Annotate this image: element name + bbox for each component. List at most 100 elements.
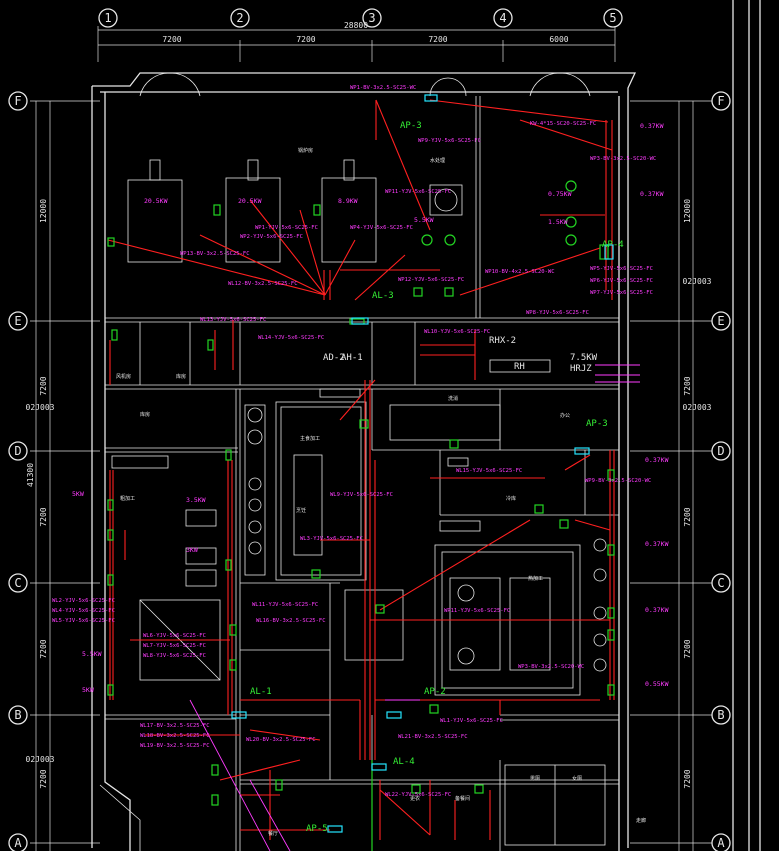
room-water: 水处理 (430, 157, 445, 164)
circuit-wp9d: WP9-BV-3x2.5-SC20-WC (585, 478, 651, 484)
dim-right-D-C: 7200 (683, 507, 692, 526)
boilers (127, 159, 463, 263)
load-35: 3.5KW (186, 496, 206, 504)
load-15: 1.5KW (548, 218, 568, 226)
room-cook: 烹饪 (296, 507, 306, 514)
circuit-wp10: WP10-BV-4x2.5-SC20-WC (485, 269, 555, 275)
panel-hrjz: HRJZ (570, 364, 592, 374)
dim-total-width: 28800 (344, 21, 368, 30)
room-hot: 热加工 (528, 575, 543, 582)
kitchen-counters (111, 359, 607, 846)
axis-row-D-right: D (717, 444, 724, 458)
circuit-wp7: WP7-YJV-5x6-SC25-FC (590, 290, 653, 296)
room-prep: 粗加工 (120, 495, 135, 502)
load-5: 5KW (72, 490, 84, 498)
circuit-kw: KW-4*15-SC20-SC25-FC (530, 121, 596, 127)
circuit-wl20: WL20-BV-3x2.5-SC25-FC (246, 737, 316, 743)
axis-row-B-right: B (717, 708, 724, 722)
circuit-wl19: WL19-BV-3x2.5-SC25-FC (140, 743, 210, 749)
axis-row-A-right: A (717, 836, 725, 850)
axis-row-F-right: F (717, 94, 724, 108)
dim-left-D-C: 7200 (39, 507, 48, 526)
panel-al4: AL-4 (393, 757, 415, 767)
circuit-wp1: WP1-BV-3x2.5-SC25-WC (350, 85, 416, 91)
dim-right-F-E: 12000 (683, 199, 692, 223)
circuit-wl9: WL9-YJV-5x6-SC25-FC (330, 492, 393, 498)
load-055: 0.55KW (645, 680, 669, 688)
circuit-wl11: WL11-YJV-5x6-SC25-FC (252, 602, 318, 608)
circuit-wl14: WL14-YJV-5x6-SC25-FC (258, 335, 324, 341)
load-037-2: 0.37KW (640, 190, 664, 198)
load-55b: 5.5KW (82, 650, 102, 658)
circuit-wl21: WL21-BV-3x2.5-SC25-FC (398, 734, 468, 740)
column-axis-bubbles (98, 8, 623, 28)
room-store1: 库房 (176, 373, 186, 380)
dim-right-B-A: 7200 (683, 769, 692, 788)
room-change: 更衣 (410, 795, 420, 802)
circuit-wp12: WP12-YJV-5x6-SC25-FC (398, 277, 464, 283)
circuit-wl6: WL6-YJV-5x6-SC25-FC (143, 633, 206, 639)
ref-label-right-1: 02J003 (683, 277, 712, 286)
circuit-wp6: WP6-YJV-5x6-SC25-FC (590, 278, 653, 284)
circuit-wl3: WL3-YJV-5x6-SC25-FC (300, 536, 363, 542)
circuit-wp3: WP3-BV-3x2.5-SC20-WC (590, 156, 656, 162)
room-dining: 餐厅 (268, 830, 278, 837)
circuit-wl8: WL8-YJV-5x6-SC25-FC (143, 653, 206, 659)
panel-ap3-top: AP-3 (400, 121, 422, 131)
circuit-wl22: WL22-YJV-5x6-SC25-FC (385, 792, 451, 798)
room-cold: 冷库 (506, 495, 516, 502)
circuit-wl18: WL18-BV-3x2.5-SC25-FC (140, 733, 210, 739)
panel-rhx2: RHX-2 (489, 336, 516, 346)
load-20b: 20.5KW (238, 197, 262, 205)
panel-ad2: AD-2 (323, 353, 345, 363)
left-dimension-lines (30, 100, 100, 851)
room-fan: 风机房 (116, 373, 131, 380)
devices (107, 180, 615, 851)
circuit-wl13: WL13-YJV-5x6-SC25-FC (200, 317, 266, 323)
circuit-wl15: WL15-YJV-5x6-SC25-FC (456, 468, 522, 474)
dim-col-3-4: 7200 (428, 35, 447, 44)
dim-right-E-D: 7200 (683, 376, 692, 395)
load-3: 3KW (186, 546, 198, 554)
circuit-wl4: WL4-YJV-5x6-SC25-FC (52, 608, 115, 614)
room-main: 主食加工 (300, 435, 320, 442)
load-55: 5.5KW (414, 216, 434, 224)
axis-col-1: 1 (104, 11, 111, 25)
circuit-wl10: WL10-YJV-5x6-SC25-FC (424, 329, 490, 335)
ref-label-left-2: 02J003 (26, 755, 55, 764)
axis-row-E-left: E (14, 314, 21, 328)
room-corr: 走廊 (636, 817, 646, 824)
sheet-border (732, 0, 761, 851)
panel-al1: AL-1 (250, 687, 272, 697)
dim-left-F-E: 12000 (39, 199, 48, 223)
dim-col-1-2: 7200 (162, 35, 181, 44)
axis-row-A-left: A (14, 836, 22, 850)
load-037-5: 0.37KW (645, 606, 669, 614)
room-boiler: 锅炉房 (298, 147, 313, 154)
panel-ap5: AP-5 (306, 824, 328, 834)
axis-row-B-left: B (14, 708, 21, 722)
dim-col-4-5: 6000 (549, 35, 568, 44)
dim-total-height: 41300 (26, 463, 35, 487)
room-pantry: 备餐间 (455, 795, 470, 802)
panel-ah1: AH-1 (341, 353, 363, 363)
room-office: 办公 (560, 412, 570, 419)
circuit-wl7: WL7-YJV-5x6-SC25-FC (143, 643, 206, 649)
circuit-wp13: WP13-BV-3x2.5-SC25-FC (180, 251, 250, 257)
load-5b: 5KW (82, 686, 94, 694)
load-075: 0.75KW (548, 190, 572, 198)
circuit-wp5: WP5-YJV-5x6-SC25-FC (590, 266, 653, 272)
circuit-wp1b: WP1-YJV-5x6-SC25-FC (255, 225, 318, 231)
load-037-3: 0.37KW (645, 456, 669, 464)
ref-label-right-2: 02J003 (683, 403, 712, 412)
dim-col-2-3: 7200 (296, 35, 315, 44)
right-dimension-lines (630, 100, 712, 851)
panel-rh: RH (514, 362, 525, 372)
panel-ap3: AP-3 (586, 419, 608, 429)
control-wiring (189, 364, 640, 851)
axis-row-C-right: C (717, 576, 724, 590)
circuit-wl5: WL5-YJV-5x6-SC25-FC (52, 618, 115, 624)
load-037-4: 0.37KW (645, 540, 669, 548)
circuit-wl17: WL17-BV-3x2.5-SC25-FC (140, 723, 210, 729)
